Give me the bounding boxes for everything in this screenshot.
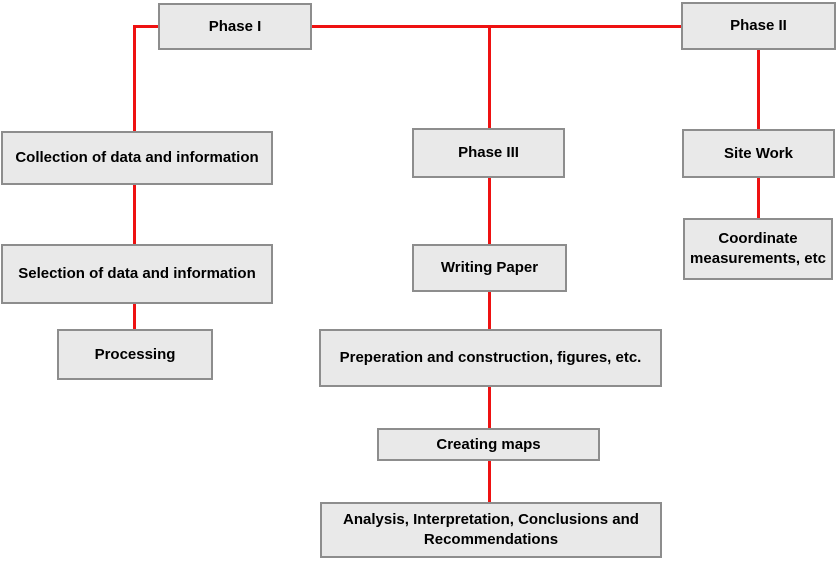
connector-phase1-phase2 <box>133 25 681 28</box>
node-creating-maps-label: Creating maps <box>436 435 541 453</box>
node-selection-of-data: Selection of data and information <box>1 244 273 304</box>
node-creating-maps: Creating maps <box>377 428 600 461</box>
node-selection-of-data-label: Selection of data and information <box>18 265 256 283</box>
node-preparation-construction-label: Preperation and construction, figures, e… <box>339 349 642 367</box>
node-writing-paper-label: Writing Paper <box>440 259 539 277</box>
node-phase-i-label: Phase I <box>208 17 262 35</box>
node-phase-iii: Phase III <box>412 128 565 178</box>
node-phase-ii-label: Phase II <box>730 17 787 35</box>
node-coordinate-measurements: Coordinate measurements, etc <box>683 218 833 280</box>
node-coordinate-measurements-label: Coordinate measurements, etc <box>690 230 826 267</box>
node-collection-of-data: Collection of data and information <box>1 131 273 185</box>
node-analysis-interpretation: Analysis, Interpretation, Conclusions an… <box>320 502 662 558</box>
node-collection-of-data-label: Collection of data and information <box>15 149 259 167</box>
node-phase-ii: Phase II <box>681 2 836 50</box>
node-site-work-label: Site Work <box>724 144 793 162</box>
node-phase-i: Phase I <box>158 3 312 50</box>
node-analysis-interpretation-label: Analysis, Interpretation, Conclusions an… <box>343 511 639 548</box>
node-processing-label: Processing <box>94 345 176 363</box>
node-site-work: Site Work <box>682 129 835 178</box>
node-writing-paper: Writing Paper <box>412 244 567 292</box>
node-processing: Processing <box>57 329 213 380</box>
node-phase-iii-label: Phase III <box>458 144 519 162</box>
node-preparation-construction: Preperation and construction, figures, e… <box>319 329 662 387</box>
